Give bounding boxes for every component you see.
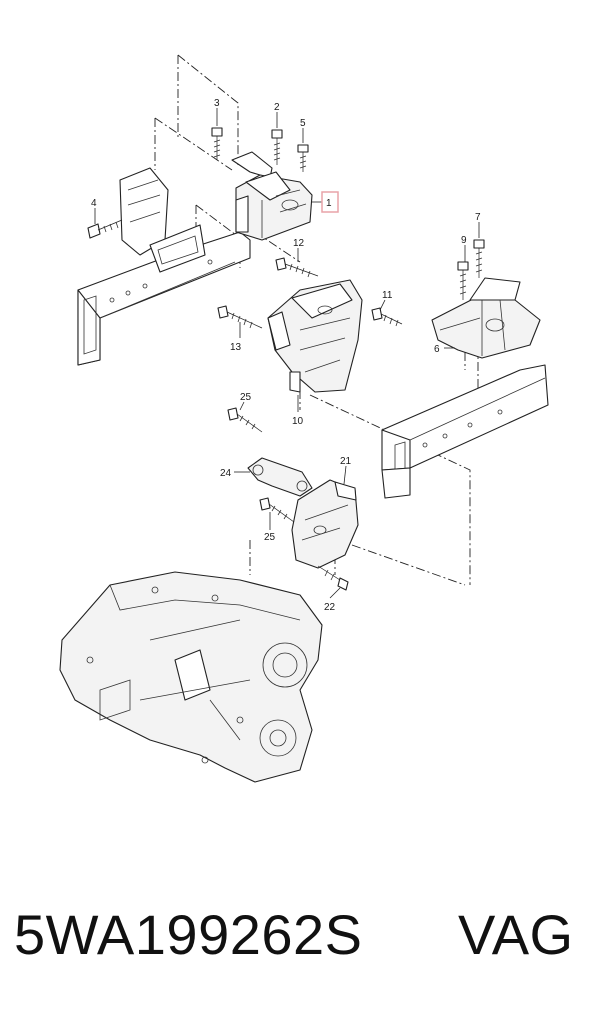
transmission-housing [59, 571, 323, 783]
exploded-parts-diagram: 1 2 3 4 5 6 7 9 10 11 12 13 21 22 24 25 … [59, 54, 549, 783]
part-footer: 5WA199262S VAG [0, 890, 600, 1000]
bolt-part-22 [317, 565, 349, 591]
callout-3: 3 [214, 98, 220, 109]
brand-label: VAG [458, 903, 574, 966]
callout-12: 12 [293, 238, 305, 249]
callout-11: 11 [382, 290, 393, 301]
callout-1-highlight [321, 191, 339, 213]
bolt-part-4 [87, 219, 123, 239]
gearbox-mount-part-6 [431, 277, 541, 359]
callout-1: 1 [326, 198, 332, 209]
callout-2: 2 [274, 102, 280, 113]
bolt-part-25-lower [259, 497, 295, 523]
bolt-part-25-upper [227, 407, 263, 433]
callout-labels: 1 2 3 4 5 6 7 9 10 11 12 13 21 22 24 25 … [91, 98, 481, 613]
callout-4: 4 [91, 198, 97, 209]
bracket-part-10 [267, 279, 363, 393]
callout-21: 21 [340, 456, 352, 467]
part-number: 5WA199262S [14, 903, 363, 966]
bolt-part-9 [457, 261, 469, 300]
callout-10: 10 [292, 416, 304, 427]
diagram-svg: 1 2 3 4 5 6 7 9 10 11 12 13 21 22 24 25 … [59, 54, 549, 783]
callout-5: 5 [300, 118, 306, 129]
callout-7: 7 [475, 212, 481, 223]
bolt-part-3 [211, 127, 223, 160]
callout-25-lower: 25 [264, 532, 276, 543]
bolt-part-7 [473, 239, 485, 278]
bolt-part-11 [371, 307, 403, 327]
bolt-part-12 [275, 257, 319, 278]
bolt-part-2 [271, 129, 283, 165]
callout-25-upper: 25 [240, 392, 252, 403]
right-body-rail [381, 364, 549, 499]
callout-22: 22 [324, 602, 336, 613]
callout-13: 13 [230, 342, 242, 353]
pendulum-support-part-21 [291, 479, 359, 569]
torque-arm-part-24 [247, 457, 313, 497]
engine-mount-part-1 [231, 151, 313, 241]
bolt-part-13 [217, 305, 263, 329]
left-body-rail [77, 167, 251, 366]
bolt-part-5 [297, 144, 309, 172]
callout-9: 9 [461, 235, 467, 246]
leader-lines [94, 108, 480, 599]
callout-24: 24 [220, 468, 232, 479]
callout-6: 6 [434, 344, 440, 355]
